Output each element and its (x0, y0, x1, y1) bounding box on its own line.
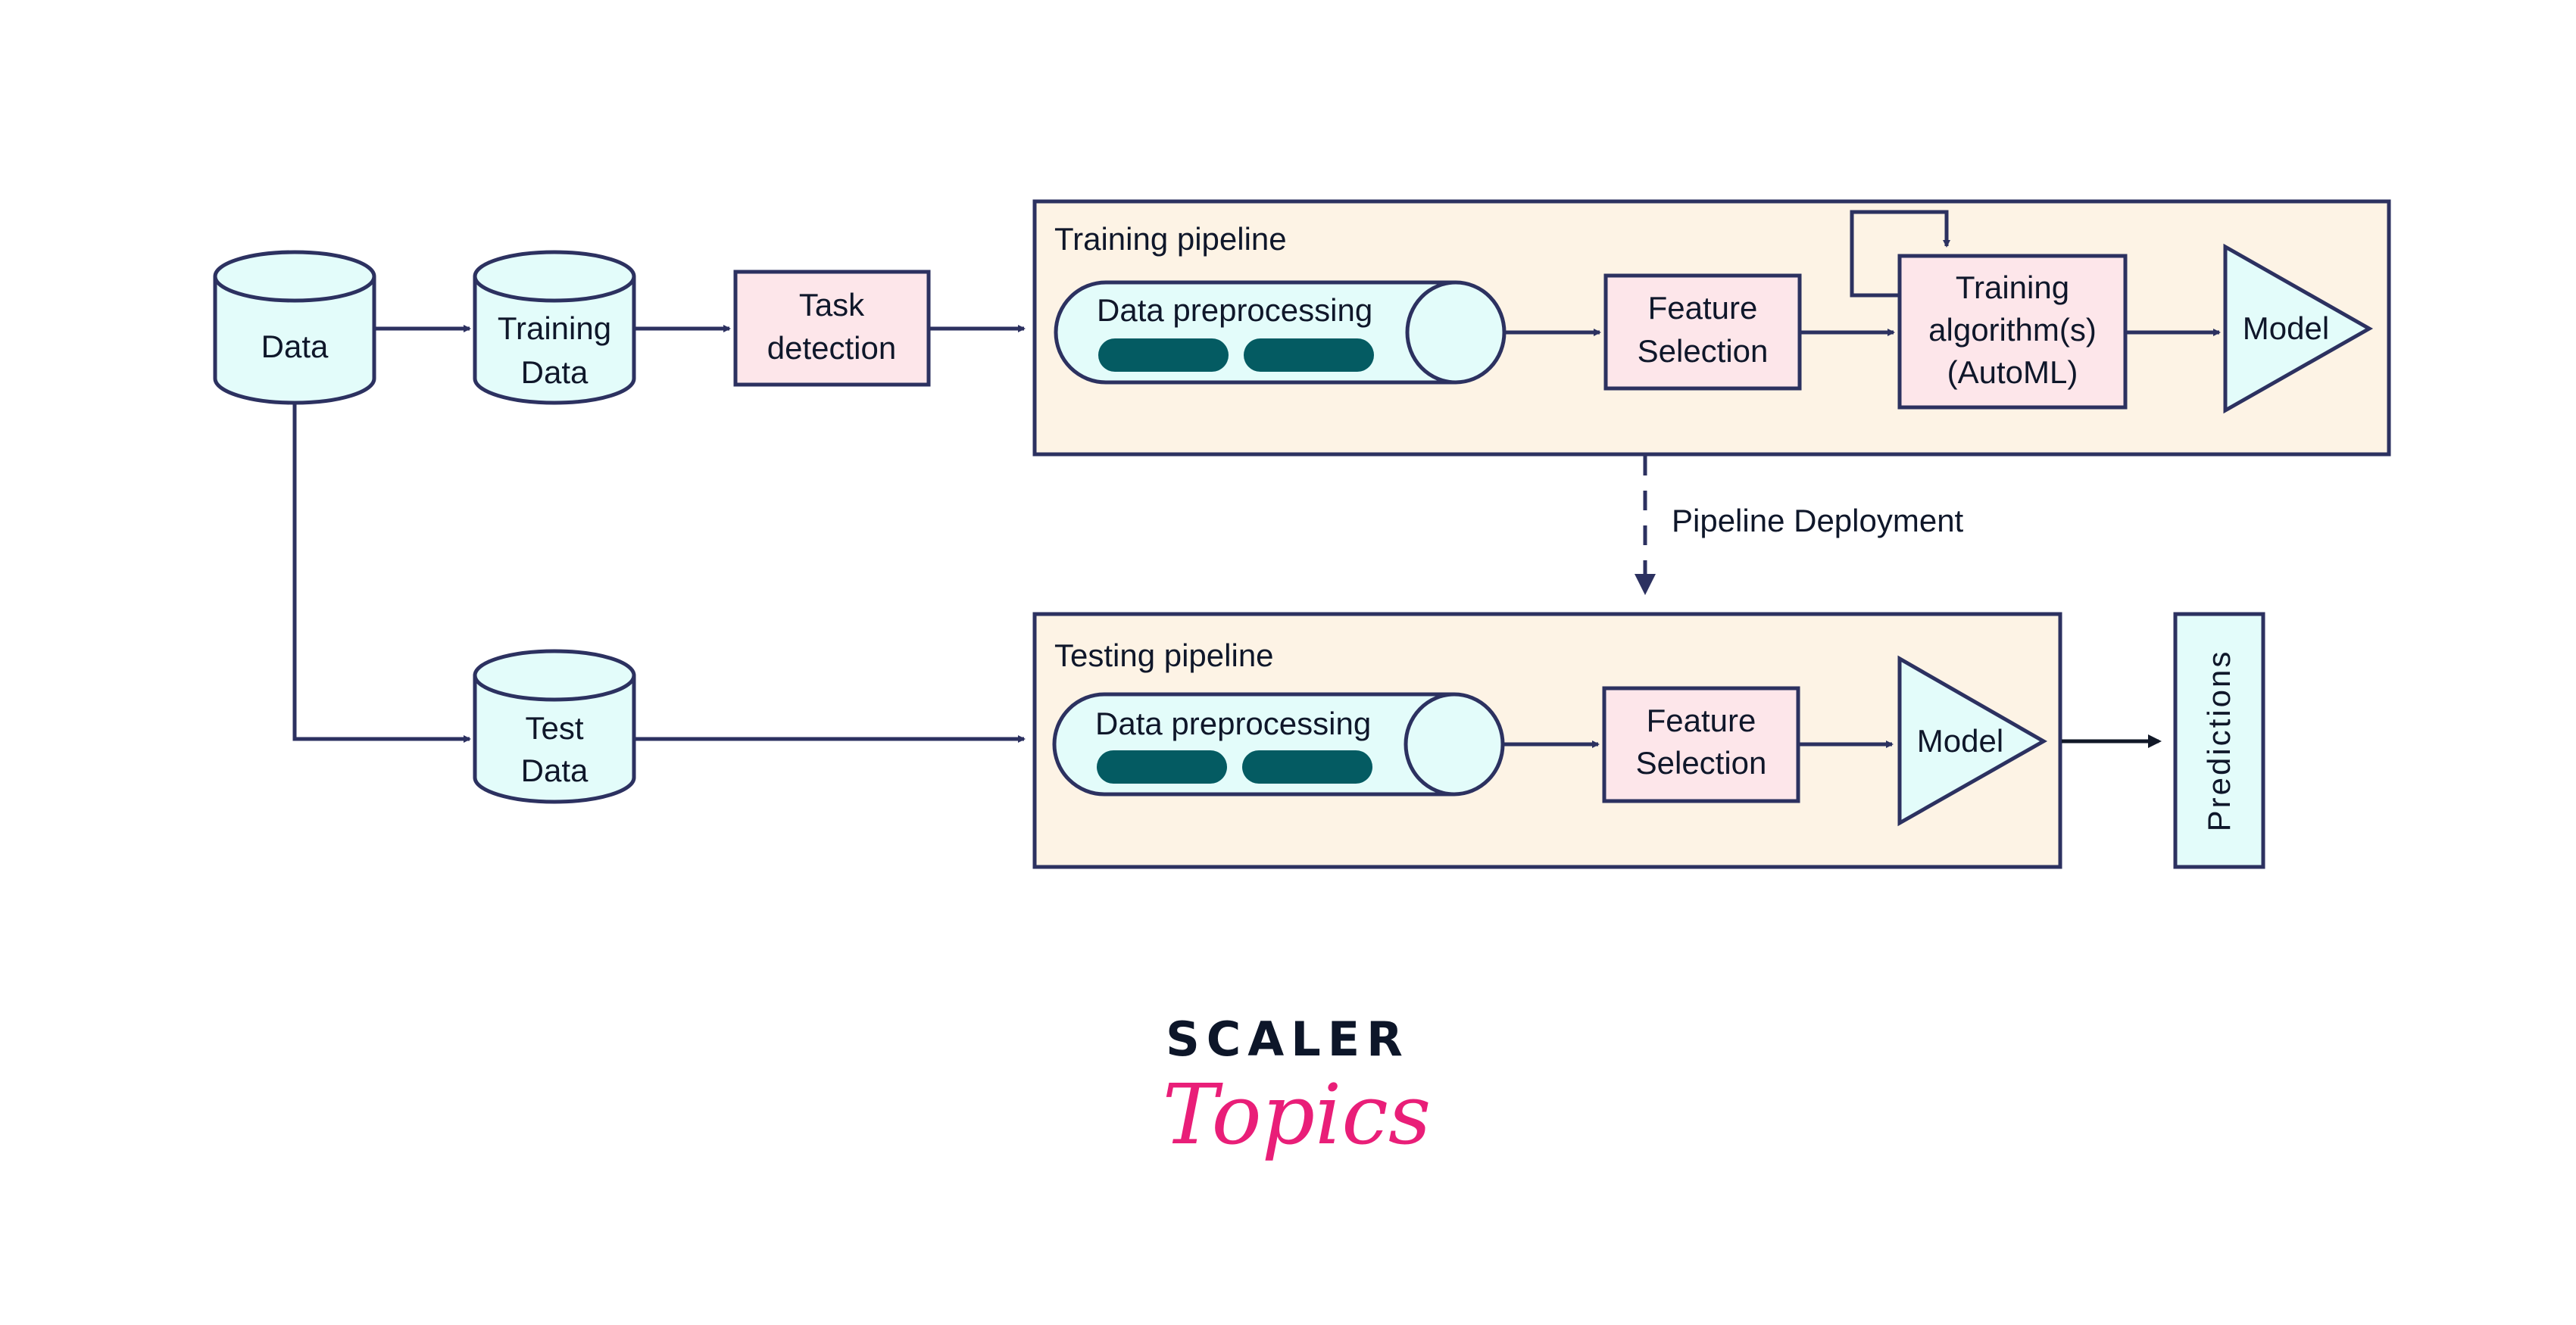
test-data-label-2: Data (521, 753, 589, 788)
predictions-box: Predictions (2173, 612, 2265, 869)
training-algorithm-box: Training algorithm(s) (AutoML) (1897, 254, 2128, 410)
task-detection-label-1: Task (799, 287, 865, 323)
deployment-arrowhead (1635, 574, 1656, 595)
algorithm-label-2: algorithm(s) (1928, 312, 2097, 348)
testing-model-label: Model (1917, 723, 2003, 759)
testing-pipeline: Testing pipeline Data preprocessing Feat… (1032, 612, 2062, 869)
algorithm-loop-arrow (1850, 210, 1950, 298)
preprocessing-step-pill (1242, 750, 1372, 784)
training-feature-label-2: Selection (1638, 333, 1769, 369)
training-preprocessing-label: Data preprocessing (1097, 292, 1372, 328)
training-feature-label-1: Feature (1648, 290, 1758, 326)
training-preprocessing-cylinder: Data preprocessing (1054, 280, 1507, 385)
task-detection-label-2: detection (767, 330, 896, 366)
deployment-label: Pipeline Deployment (1672, 503, 1964, 538)
training-pipeline-title: Training pipeline (1054, 221, 1287, 257)
logo-scaler-text: SCALER (1166, 1012, 1410, 1067)
algorithm-label-1: Training (1956, 270, 2069, 305)
preprocessing-step-pill (1098, 338, 1229, 372)
training-model-label: Model (2243, 310, 2329, 346)
test-data-cylinder: Test Data (473, 649, 636, 804)
test-data-label-1: Test (525, 710, 583, 746)
arrow-data-to-test-data (292, 404, 471, 743)
data-label: Data (261, 329, 329, 364)
algorithm-label-3: (AutoML) (1947, 354, 2078, 390)
training-feature-selection-box: Feature Selection (1603, 273, 1802, 391)
data-cylinder: Data (213, 250, 376, 405)
training-pipeline: Training pipeline Data preprocessing Fea… (1032, 199, 2391, 457)
pipeline-deployment-connector: Pipeline Deployment (1635, 456, 1964, 595)
testing-feature-label-2: Selection (1636, 745, 1767, 781)
training-model-triangle: Model (2223, 243, 2374, 414)
preprocessing-step-pill (1244, 338, 1374, 372)
training-data-label-1: Training (498, 310, 611, 346)
training-data-label-2: Data (521, 354, 589, 390)
scaler-topics-logo: SCALER Topics (1163, 1012, 1432, 1163)
preprocessing-step-pill (1097, 750, 1227, 784)
logo-topics-text: Topics (1163, 1066, 1432, 1163)
testing-pipeline-title: Testing pipeline (1054, 638, 1274, 673)
testing-feature-label-1: Feature (1647, 703, 1756, 738)
training-data-cylinder: Training Data (473, 250, 636, 405)
task-detection-box: Task detection (733, 270, 931, 387)
testing-feature-selection-box: Feature Selection (1602, 686, 1800, 803)
predictions-label: Predictions (2201, 650, 2237, 832)
testing-preprocessing-cylinder: Data preprocessing (1052, 692, 1505, 797)
testing-model-triangle: Model (1897, 655, 2048, 827)
testing-preprocessing-label: Data preprocessing (1095, 706, 1371, 741)
